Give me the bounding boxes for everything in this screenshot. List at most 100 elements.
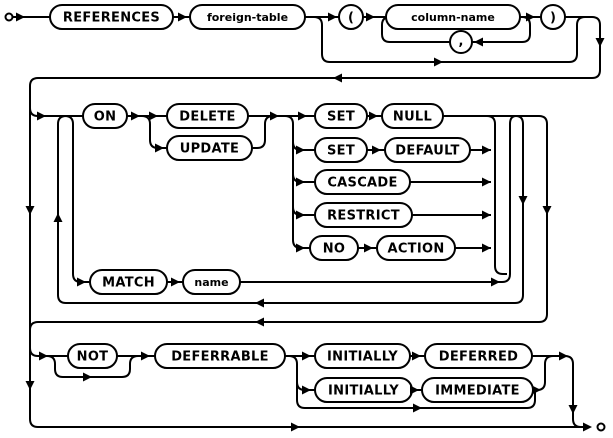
arrowhead bbox=[255, 298, 264, 308]
terminal-immediate: IMMEDIATE bbox=[421, 377, 534, 403]
nonterminal-column-name: column-name bbox=[385, 4, 521, 30]
terminal-references-label: REFERENCES bbox=[63, 11, 160, 26]
wire-update-merge bbox=[252, 115, 274, 149]
terminal-initially2-label: INITIALLY bbox=[328, 384, 399, 399]
arrowhead bbox=[149, 111, 158, 121]
start-terminal bbox=[4, 12, 14, 22]
arrowhead bbox=[296, 145, 305, 155]
wire-deferrable-entry bbox=[29, 347, 68, 357]
arrowhead bbox=[366, 12, 375, 22]
arrowhead bbox=[296, 210, 305, 220]
nonterminal-foreign-table: foreign-table bbox=[189, 4, 306, 30]
arrowhead bbox=[412, 351, 421, 361]
wire-not-bypass bbox=[46, 355, 139, 378]
arrowhead bbox=[53, 213, 63, 222]
terminal-on: ON bbox=[82, 103, 128, 129]
arrowhead bbox=[270, 111, 279, 121]
arrowhead bbox=[255, 317, 264, 327]
punctuation-close-paren: ) bbox=[540, 4, 566, 30]
terminal-initially-label: INITIALLY bbox=[327, 350, 398, 365]
punctuation-open-paren-label: ( bbox=[348, 11, 354, 26]
arrowhead bbox=[25, 381, 35, 390]
terminal-deferrable: DEFERRABLE bbox=[154, 343, 286, 369]
arrowhead bbox=[39, 351, 48, 361]
arrowhead bbox=[291, 422, 300, 432]
arrowhead bbox=[37, 111, 46, 121]
wire-update-branch bbox=[141, 115, 167, 149]
terminal-initially-immediate-initially: INITIALLY bbox=[314, 377, 413, 403]
terminal-references: REFERENCES bbox=[49, 4, 174, 30]
terminal-initially-deferred-initially: INITIALLY bbox=[314, 343, 411, 369]
arrowhead bbox=[595, 38, 605, 47]
arrowhead bbox=[518, 196, 528, 205]
arrowhead bbox=[434, 57, 443, 67]
terminal-set2-label: SET bbox=[327, 144, 355, 159]
terminal-action: ACTION bbox=[376, 235, 456, 261]
terminal-restrict: RESTRICT bbox=[314, 202, 413, 228]
arrowhead bbox=[364, 243, 373, 253]
arrowhead bbox=[333, 73, 342, 83]
nonterminal-column-name-label: column-name bbox=[411, 11, 495, 24]
arrowhead bbox=[526, 12, 535, 22]
terminal-default-label: DEFAULT bbox=[395, 144, 459, 159]
terminal-cascade: CASCADE bbox=[314, 169, 411, 195]
terminal-deferred-label: DEFERRED bbox=[439, 350, 519, 365]
arrowhead bbox=[482, 145, 491, 155]
wire-main-wrap-and-trunk bbox=[29, 16, 601, 428]
arrowhead bbox=[141, 351, 150, 361]
terminal-not: NOT bbox=[67, 343, 118, 369]
arrowhead bbox=[77, 277, 86, 287]
arrowhead bbox=[413, 403, 422, 413]
terminal-null: NULL bbox=[381, 103, 444, 129]
wire-deferred-exit-down bbox=[532, 355, 582, 428]
punctuation-comma: , bbox=[449, 30, 473, 54]
arrowhead bbox=[583, 422, 592, 432]
terminal-match-label: MATCH bbox=[102, 276, 155, 291]
arrowhead bbox=[302, 351, 311, 361]
arrowhead bbox=[542, 206, 552, 215]
nonterminal-name: name bbox=[182, 269, 241, 295]
wire-loop-back bbox=[57, 114, 524, 304]
arrowhead bbox=[328, 12, 337, 22]
flow-arrows bbox=[16, 12, 605, 432]
arrowhead bbox=[171, 277, 180, 287]
arrowhead bbox=[482, 177, 491, 187]
arrowhead bbox=[178, 12, 187, 22]
terminal-set-default-set: SET bbox=[314, 137, 368, 163]
terminal-deferrable-label: DEFERRABLE bbox=[171, 350, 269, 365]
arrowhead bbox=[410, 385, 419, 395]
terminal-default: DEFAULT bbox=[384, 137, 471, 163]
arrowhead bbox=[568, 405, 578, 414]
wire-column-list-bypass bbox=[313, 16, 586, 63]
terminal-no-label: NO bbox=[323, 242, 346, 257]
terminal-no: NO bbox=[309, 235, 359, 261]
terminal-action-label: ACTION bbox=[387, 242, 444, 257]
terminal-update: UPDATE bbox=[166, 135, 253, 161]
terminal-set-null-set: SET bbox=[314, 103, 368, 129]
arrowhead bbox=[302, 385, 311, 395]
arrowhead bbox=[298, 111, 307, 121]
arrowhead bbox=[296, 243, 305, 253]
wire-action-merge-vertical bbox=[486, 115, 507, 275]
wire-null-row-exit-and-section-exit bbox=[29, 115, 548, 331]
arrowhead bbox=[16, 12, 25, 22]
terminal-cascade-label: CASCADE bbox=[327, 176, 397, 191]
end-terminal bbox=[596, 422, 606, 432]
arrowhead bbox=[482, 210, 491, 220]
terminal-on-label: ON bbox=[94, 110, 117, 125]
terminal-delete: DELETE bbox=[166, 103, 249, 129]
wire-initially-branch-vertical bbox=[288, 355, 536, 409]
punctuation-close-paren-label: ) bbox=[550, 11, 556, 26]
arrowhead bbox=[83, 372, 92, 382]
arrowhead bbox=[369, 111, 378, 121]
terminal-match: MATCH bbox=[89, 269, 168, 295]
arrowhead bbox=[532, 385, 541, 395]
wire-immediate-merge-up bbox=[533, 355, 554, 391]
arrowhead bbox=[25, 206, 35, 215]
arrowhead bbox=[482, 243, 491, 253]
terminal-update-label: UPDATE bbox=[180, 142, 239, 157]
arrowhead bbox=[296, 177, 305, 187]
nonterminal-name-label: name bbox=[194, 276, 228, 289]
